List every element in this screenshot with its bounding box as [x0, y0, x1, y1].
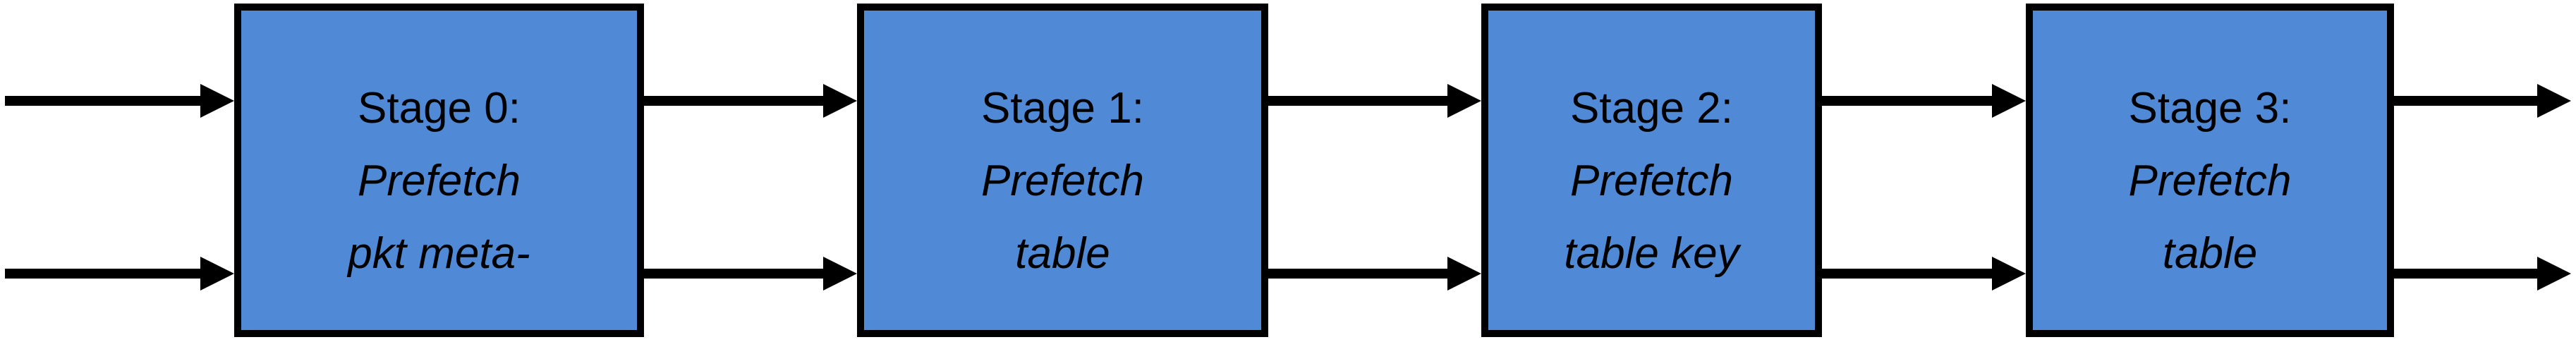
arrow-2-3-bottom-arrowhead-icon [1992, 257, 2026, 291]
arrow-1-2-top-arrowhead-icon [1447, 84, 1481, 118]
arrow-out-bottom-arrowhead-icon [2537, 257, 2571, 291]
arrow-1-2-bottom-arrowhead-icon [1447, 257, 1481, 291]
flow-arrows-layer [5, 84, 2571, 291]
arrow-2-3-top-arrowhead-icon [1992, 84, 2026, 118]
stage-box-3[interactable] [2026, 4, 2394, 337]
arrow-out-top [2394, 84, 2571, 118]
arrow-0-1-top [644, 84, 857, 118]
arrow-in-bottom-arrowhead-icon [200, 257, 234, 291]
stage-box-2[interactable] [1481, 4, 1822, 337]
arrow-0-1-bottom-arrowhead-icon [823, 257, 857, 291]
arrow-in-bottom [5, 257, 234, 291]
arrow-2-3-top [1822, 84, 2026, 118]
stage-box-0[interactable] [234, 4, 644, 337]
arrow-2-3-bottom [1822, 257, 2026, 291]
arrow-0-1-top-arrowhead-icon [823, 84, 857, 118]
arrow-in-top-arrowhead-icon [200, 84, 234, 118]
arrow-1-2-bottom [1268, 257, 1481, 291]
arrow-in-top [5, 84, 234, 118]
arrow-0-1-bottom [644, 257, 857, 291]
stage-box-1[interactable] [857, 4, 1268, 337]
stage-boxes-layer [234, 4, 2394, 337]
arrow-1-2-top [1268, 84, 1481, 118]
arrow-out-top-arrowhead-icon [2537, 84, 2571, 118]
arrow-out-bottom [2394, 257, 2571, 291]
